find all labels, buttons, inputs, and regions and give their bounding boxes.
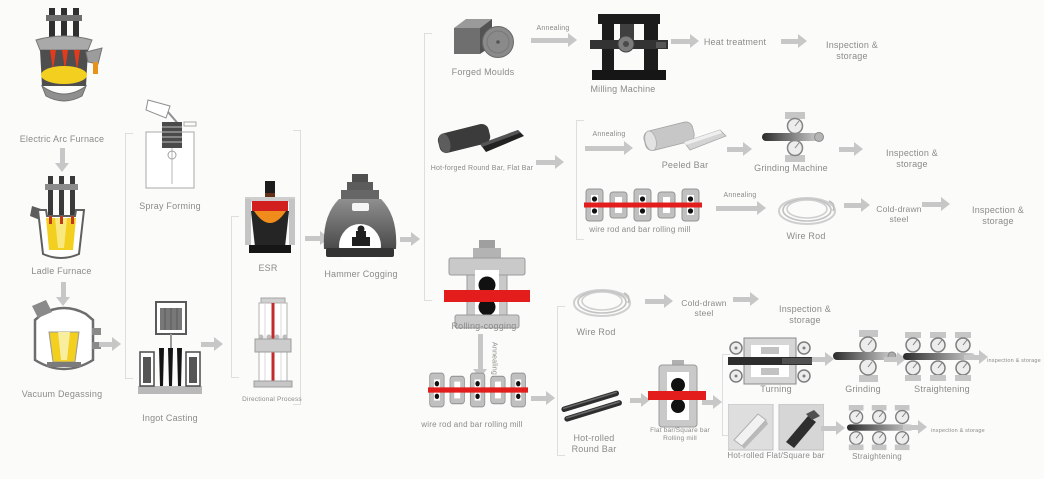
flow-arrow-right	[531, 391, 555, 406]
straightening-icon	[845, 405, 917, 451]
label-wire-rod: Wire Rod	[576, 327, 616, 337]
vacuum-degassing-icon	[26, 298, 102, 382]
electric-arc-furnace-icon	[22, 6, 106, 118]
hot-rolled-round-bar-icon	[560, 385, 626, 431]
spray-forming-icon	[140, 92, 200, 192]
label-cold-drawn-steel: Cold-drawn steel	[876, 204, 922, 225]
label-rolling-cogging: Rolling-cogging	[451, 321, 517, 331]
label-straightening: Straightening	[914, 384, 970, 394]
label-milling-machine: Milling Machine	[590, 84, 656, 94]
branch-bracket	[722, 354, 730, 436]
label-vacuum-degassing: Vacuum Degassing	[21, 389, 103, 399]
hammer-cogging-icon	[322, 174, 398, 260]
flow-arrow-right	[781, 34, 807, 49]
milling-machine-icon	[590, 12, 668, 82]
flow-arrow-right	[585, 141, 633, 156]
flow-arrow-right	[702, 395, 722, 410]
label-hot-forged-bars: Hot-forged Round Bar, Flat Bar	[430, 165, 534, 172]
label-annealing: Annealing	[592, 131, 626, 138]
flow-arrow-right	[727, 142, 752, 157]
flow-arrow-right	[844, 198, 870, 213]
label-inspection-storage: Inspection & storage	[779, 304, 831, 325]
label-hot-rolled-round-bar: Hot-rolled Round Bar	[571, 433, 617, 454]
directional-process-icon	[250, 296, 296, 390]
flow-arrow-right	[922, 197, 950, 212]
turning-icon	[728, 332, 812, 390]
label-straightening: Straightening	[852, 452, 902, 461]
label-ladle-furnace: Ladle Furnace	[31, 266, 92, 276]
label-wire-rod: Wire Rod	[786, 231, 826, 241]
label-turning: Turning	[760, 384, 792, 394]
flow-arrow-down	[56, 282, 71, 306]
label-electric-arc-furnace: Electric Arc Furnace	[19, 134, 105, 144]
label-esr: ESR	[258, 263, 278, 273]
grinding-machine-icon	[762, 112, 824, 162]
label-grinding: Grinding	[845, 384, 881, 394]
flow-arrow-right	[903, 420, 927, 435]
label-heat-treatment: Heat treatment	[703, 37, 767, 47]
branch-bracket	[576, 120, 584, 240]
flow-arrow-right	[671, 34, 699, 49]
flow-arrow-right	[630, 393, 650, 408]
ingot-casting-icon	[136, 300, 204, 398]
label-annealing: Annealing	[723, 192, 757, 199]
label-grinding-machine: Grinding Machine	[754, 163, 828, 173]
flow-arrow-right	[733, 292, 759, 307]
hot-forged-bars-icon	[436, 112, 524, 160]
flow-arrow-right	[884, 352, 906, 367]
label-annealing: Annealing	[536, 25, 570, 32]
esr-icon	[240, 181, 300, 255]
label-inspection-storage: Inspection & storage	[972, 205, 1024, 226]
label-inspection-storage-small: inspection & storage	[931, 428, 985, 434]
flow-arrow-right	[964, 350, 988, 365]
flow-arrow-right	[99, 337, 121, 352]
flow-arrow-right	[645, 294, 673, 309]
label-inspection-storage: Inspection & storage	[886, 148, 938, 169]
flat-square-mill-icon	[648, 360, 706, 432]
label-inspection-storage: Inspection & storage	[826, 40, 878, 61]
wire-rod-mill-icon	[428, 370, 528, 410]
label-spray-forming: Spray Forming	[139, 201, 201, 211]
label-flat-square-mill: Flat bar/Square bar Rolling mill	[650, 427, 710, 442]
label-hot-rolled-flat-square: Hot-rolled Flat/Square bar	[727, 451, 825, 460]
label-annealing: Annealing	[490, 341, 498, 375]
label-directional-process: Directional Process	[242, 396, 302, 403]
branch-bracket	[293, 130, 301, 405]
flow-arrow-right	[716, 201, 766, 216]
flow-arrow-right	[536, 155, 564, 170]
label-peeled-bar: Peeled Bar	[661, 160, 709, 170]
branch-bracket	[125, 133, 133, 379]
straightening-icon	[903, 332, 977, 382]
label-cold-drawn-steel: Cold-drawn steel	[681, 298, 727, 319]
peeled-bar-icon	[642, 114, 728, 156]
label-inspection-storage-small: inspection & storage	[987, 358, 1041, 364]
label-ingot-casting: Ingot Casting	[142, 413, 198, 423]
label-forged-moulds: Forged Moulds	[451, 67, 515, 77]
flat-square-bar-photos-icon	[728, 404, 824, 452]
label-wire-rod-mill: wire rod and bar rolling mill	[589, 225, 691, 234]
flow-arrow-right	[821, 421, 845, 436]
flow-arrow-right	[531, 33, 577, 48]
flow-arrow-right	[400, 232, 420, 247]
branch-bracket	[424, 33, 432, 301]
wire-rod-coil-icon	[572, 285, 632, 319]
flow-arrow-right	[201, 337, 223, 352]
label-wire-rod-mill: wire rod and bar rolling mill	[421, 420, 523, 429]
flow-arrow-right	[812, 352, 834, 367]
flow-arrow-down	[55, 148, 70, 172]
forged-moulds-icon	[450, 12, 516, 64]
branch-bracket	[231, 216, 239, 378]
wire-rod-mill-icon	[584, 186, 702, 224]
ladle-furnace-icon	[28, 176, 94, 262]
label-hammer-cogging: Hammer Cogging	[324, 269, 398, 279]
flow-arrow-right	[839, 142, 863, 157]
grinding-icon	[833, 330, 897, 382]
branch-bracket	[557, 306, 565, 456]
rolling-cogging-icon	[444, 240, 530, 330]
wire-rod-coil-icon	[777, 193, 837, 227]
